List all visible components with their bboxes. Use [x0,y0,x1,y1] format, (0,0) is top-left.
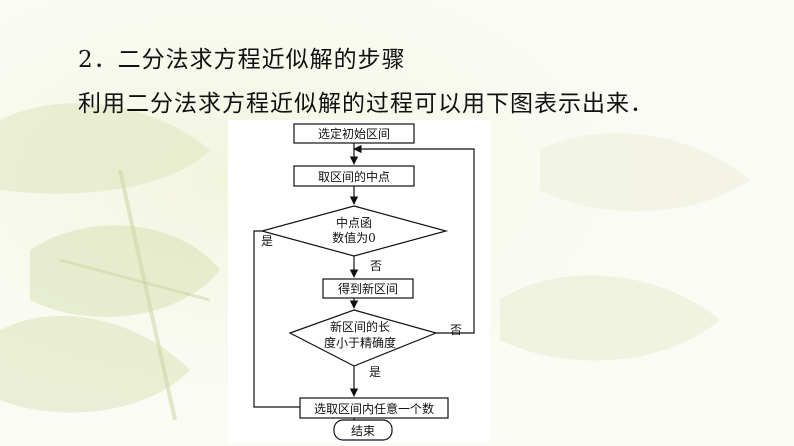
new-interval-box [322,278,414,299]
yes-branch-arrow [253,230,300,408]
bisection-flowchart: 选定初始区间 取区间的中点 中点函 数值为0 是 否 得到新区间 新区间的长 度… [253,123,475,441]
select-box [299,397,449,419]
zero-check-line2: 数值为0 [332,230,376,245]
precision-check-line2: 度小于精确度 [324,335,396,350]
new-interval-label: 得到新区间 [338,281,398,296]
yes-label-left: 是 [261,234,273,248]
section-heading: 2．二分法求方程近似解的步骤 [78,47,406,73]
start-box-label: 选定初始区间 [318,126,390,141]
yes-label-center: 是 [369,365,381,379]
end-terminal-label: 结束 [351,424,375,438]
end-terminal [333,419,393,441]
loop-back-arrow [353,144,475,334]
no-label-right: 否 [450,323,462,337]
zero-check-line1: 中点函 [336,215,372,230]
no-label-center: 否 [370,259,382,273]
precision-check-line1: 新区间的长 [330,319,390,334]
intro-text: 利用二分法求方程近似解的过程可以用下图表示出来． [78,91,654,117]
midpoint-box-label: 取区间的中点 [318,169,390,184]
select-box-label: 选取区间内任意一个数 [314,401,434,416]
